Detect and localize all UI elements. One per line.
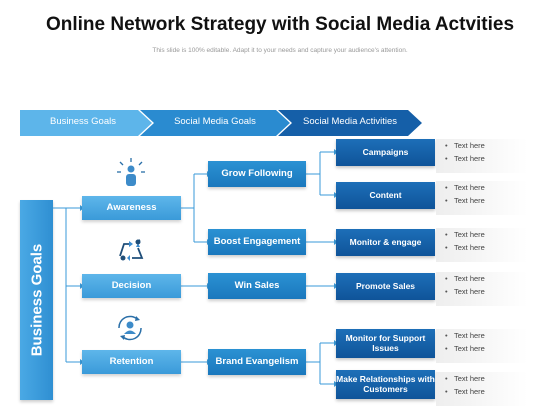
notes-monitor-support: Text here Text here — [436, 329, 528, 363]
note-item: Text here — [436, 272, 528, 285]
activity-monitor-support: Monitor for Support Issues — [336, 329, 435, 358]
activity-promote-sales: Promote Sales — [336, 273, 435, 300]
note-item: Text here — [436, 285, 528, 298]
activity-campaigns: Campaigns — [336, 139, 435, 166]
social-goal-boost-engagement: Boost Engagement — [208, 229, 306, 255]
goal-decision: Decision — [82, 274, 181, 298]
banner-step-2-label: Social Media Goals — [174, 116, 256, 127]
note-item: Text here — [436, 194, 528, 207]
social-goal-brand-evangelism: Brand Evangelism — [208, 349, 306, 375]
goal-retention: Retention — [82, 350, 181, 374]
note-item: Text here — [436, 342, 528, 355]
notes-monitor-engage: Text here Text here — [436, 228, 528, 262]
person-network-icon — [117, 158, 145, 186]
banner-step-1-label: Business Goals — [49, 116, 116, 127]
user-refresh-icon — [118, 315, 142, 341]
stage-banner — [20, 110, 422, 136]
notes-promote-sales: Text here Text here — [436, 272, 528, 306]
note-item: Text here — [436, 139, 528, 152]
note-item: Text here — [436, 385, 528, 398]
notes-make-relationships: Text here Text here — [436, 372, 528, 406]
notes-content: Text here Text here — [436, 181, 528, 215]
note-item: Text here — [436, 372, 528, 385]
note-item: Text here — [436, 228, 528, 241]
note-item: Text here — [436, 241, 528, 254]
banner-step-2 — [140, 110, 290, 136]
banner-step-1 — [20, 110, 152, 136]
note-item: Text here — [436, 181, 528, 194]
business-goals-bar: Business Goals — [20, 200, 53, 400]
activity-monitor-engage: Monitor & engage — [336, 229, 435, 256]
social-goal-grow-following: Grow Following — [208, 161, 306, 187]
page-title: Online Network Strategy with Social Medi… — [45, 14, 515, 35]
banner-step-3-label: Social Media Activities — [303, 116, 397, 127]
note-item: Text here — [436, 152, 528, 165]
note-item: Text here — [436, 329, 528, 342]
notes-campaigns: Text here Text here — [436, 139, 528, 173]
social-goal-win-sales: Win Sales — [208, 273, 306, 299]
activity-content: Content — [336, 182, 435, 209]
banner-step-3 — [278, 110, 422, 136]
recycle-people-icon — [119, 239, 144, 261]
page-subtitle: This slide is 100% editable. Adapt it to… — [152, 47, 408, 54]
goal-awareness: Awareness — [82, 196, 181, 220]
activity-make-relationships: Make Relationships with Customers — [336, 370, 435, 399]
